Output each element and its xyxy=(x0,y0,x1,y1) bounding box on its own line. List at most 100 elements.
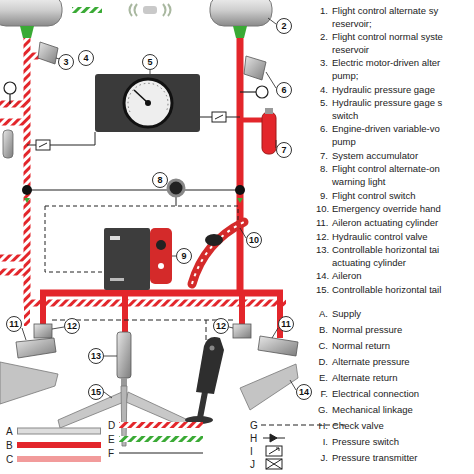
vent-body xyxy=(143,6,157,14)
key-text: Supply xyxy=(332,306,462,322)
callout-number: 14 xyxy=(299,387,309,397)
key-number: 13. xyxy=(316,244,332,269)
electrical-wire xyxy=(27,189,240,190)
key-text: Normal return xyxy=(332,338,462,354)
callout-circle: 11 xyxy=(278,316,294,332)
flow-arrow xyxy=(24,198,243,203)
alternate-pressure-line xyxy=(0,258,27,272)
key-row: 5.Hydraulic pressure gage s switch xyxy=(316,97,474,122)
key-number: I. xyxy=(316,434,332,450)
junction-dot xyxy=(22,185,32,195)
stick-grip xyxy=(196,337,224,394)
callout-number: 8 xyxy=(157,175,162,185)
callout-number: 4 xyxy=(83,53,88,63)
callout-number: 15 xyxy=(91,387,101,397)
key-text: Aileron xyxy=(332,270,462,283)
pressure-switch-arrow xyxy=(215,115,223,119)
callout-circle: 10 xyxy=(246,232,262,248)
legend-entry: B xyxy=(6,439,101,451)
legend-entry: D xyxy=(108,419,203,431)
system-accumulator xyxy=(262,112,276,154)
electrical-line-sample xyxy=(119,452,203,453)
gauge-stem xyxy=(240,91,256,92)
callout-circle: 7 xyxy=(276,142,292,158)
key-row: B.Normal pressure xyxy=(316,322,474,338)
pressure-gauge xyxy=(256,86,268,98)
key-number: B. xyxy=(316,322,332,338)
callout-number: 2 xyxy=(281,21,286,31)
legend-letter: E xyxy=(108,434,119,445)
callout-circle: 12 xyxy=(64,318,80,334)
key-text: Normal pressure xyxy=(332,322,462,338)
normal-pressure-line xyxy=(40,290,283,297)
key-row: J.Pressure transmitter xyxy=(316,450,474,466)
switch-toggle xyxy=(156,240,166,250)
key-number: C. xyxy=(316,338,332,354)
alternate-pressure-line xyxy=(24,303,30,326)
legend-sample xyxy=(261,458,287,470)
pressure-switch-arrow xyxy=(269,448,279,454)
callout-number: 13 xyxy=(91,351,101,361)
key-row: C.Normal return xyxy=(316,338,474,354)
vent-symbol xyxy=(130,4,171,16)
pressure-line-sample xyxy=(119,436,203,442)
callout-circle: 9 xyxy=(176,248,192,264)
pressure-switch xyxy=(36,140,50,150)
control-valve xyxy=(34,324,52,338)
legend-letter: C xyxy=(6,454,17,465)
key-text: Hydraulic control valve xyxy=(332,231,462,244)
key-text: Alternate return xyxy=(332,370,462,386)
legend-sample xyxy=(119,447,203,459)
key-number: 11. xyxy=(316,217,332,230)
handle-stripe xyxy=(192,222,244,284)
reservoir-outlet xyxy=(20,26,34,38)
gauge-hub xyxy=(145,100,151,106)
switch-panel xyxy=(104,228,150,290)
grip-button xyxy=(210,346,215,351)
legend-letter: F xyxy=(108,448,119,459)
key-row: 11.Aileron actuating cylinder xyxy=(316,217,474,230)
key-number: F. xyxy=(316,386,332,402)
callout-circle: 11 xyxy=(6,316,22,332)
legend-entry: I xyxy=(250,445,287,457)
key-row: 1.Flight control alternate sy reservoir; xyxy=(316,5,474,30)
callout-number: 5 xyxy=(147,57,152,67)
aileron-cylinder xyxy=(258,336,298,356)
alternate-return-line xyxy=(72,7,102,13)
legend-sample xyxy=(17,425,101,437)
normal-pressure-line xyxy=(237,38,244,293)
legend-sample xyxy=(119,433,203,445)
legend-entry: J xyxy=(250,458,287,470)
legend-letter: D xyxy=(108,420,119,431)
key-number: 1. xyxy=(316,5,332,30)
key-row: A.Supply xyxy=(316,306,474,322)
key-row: 12.Hydraulic control valve xyxy=(316,231,474,244)
key-number: 9. xyxy=(316,190,332,203)
key-row: 2.Flight control normal syste reservoir xyxy=(316,31,474,56)
control-valve xyxy=(233,324,251,338)
key-text: Electric motor-driven alter pump; xyxy=(332,57,462,82)
key-number: 10. xyxy=(316,203,332,216)
callout-circle: 13 xyxy=(88,348,104,364)
key-number: A. xyxy=(316,306,332,322)
check-valve-symbol xyxy=(263,434,285,442)
warning-light xyxy=(168,180,184,196)
legend-letter: I xyxy=(250,446,261,457)
key-number: 3. xyxy=(316,57,332,82)
key-text: Flight control alternate sy reservoir; xyxy=(332,5,462,30)
key-number: 7. xyxy=(316,150,332,163)
key-text: Engine-driven variable-vo pump xyxy=(332,123,462,148)
key-number: 2. xyxy=(316,31,332,56)
key-text: Pressure switch xyxy=(332,434,462,450)
key-row: 6.Engine-driven variable-vo pump xyxy=(316,123,474,148)
key-row: 4.Hydraulic pressure gage xyxy=(316,84,474,97)
legend-entry: F xyxy=(108,447,203,459)
callout-circle: 5 xyxy=(142,54,158,70)
key-number: E. xyxy=(316,370,332,386)
aileron-cylinder xyxy=(16,338,56,358)
callout-number: 12 xyxy=(67,321,77,331)
key-text: System accumulator xyxy=(332,150,462,163)
callout-circle: 12 xyxy=(213,318,229,334)
key-number: D. xyxy=(316,354,332,370)
supply-line-sample xyxy=(18,429,100,434)
